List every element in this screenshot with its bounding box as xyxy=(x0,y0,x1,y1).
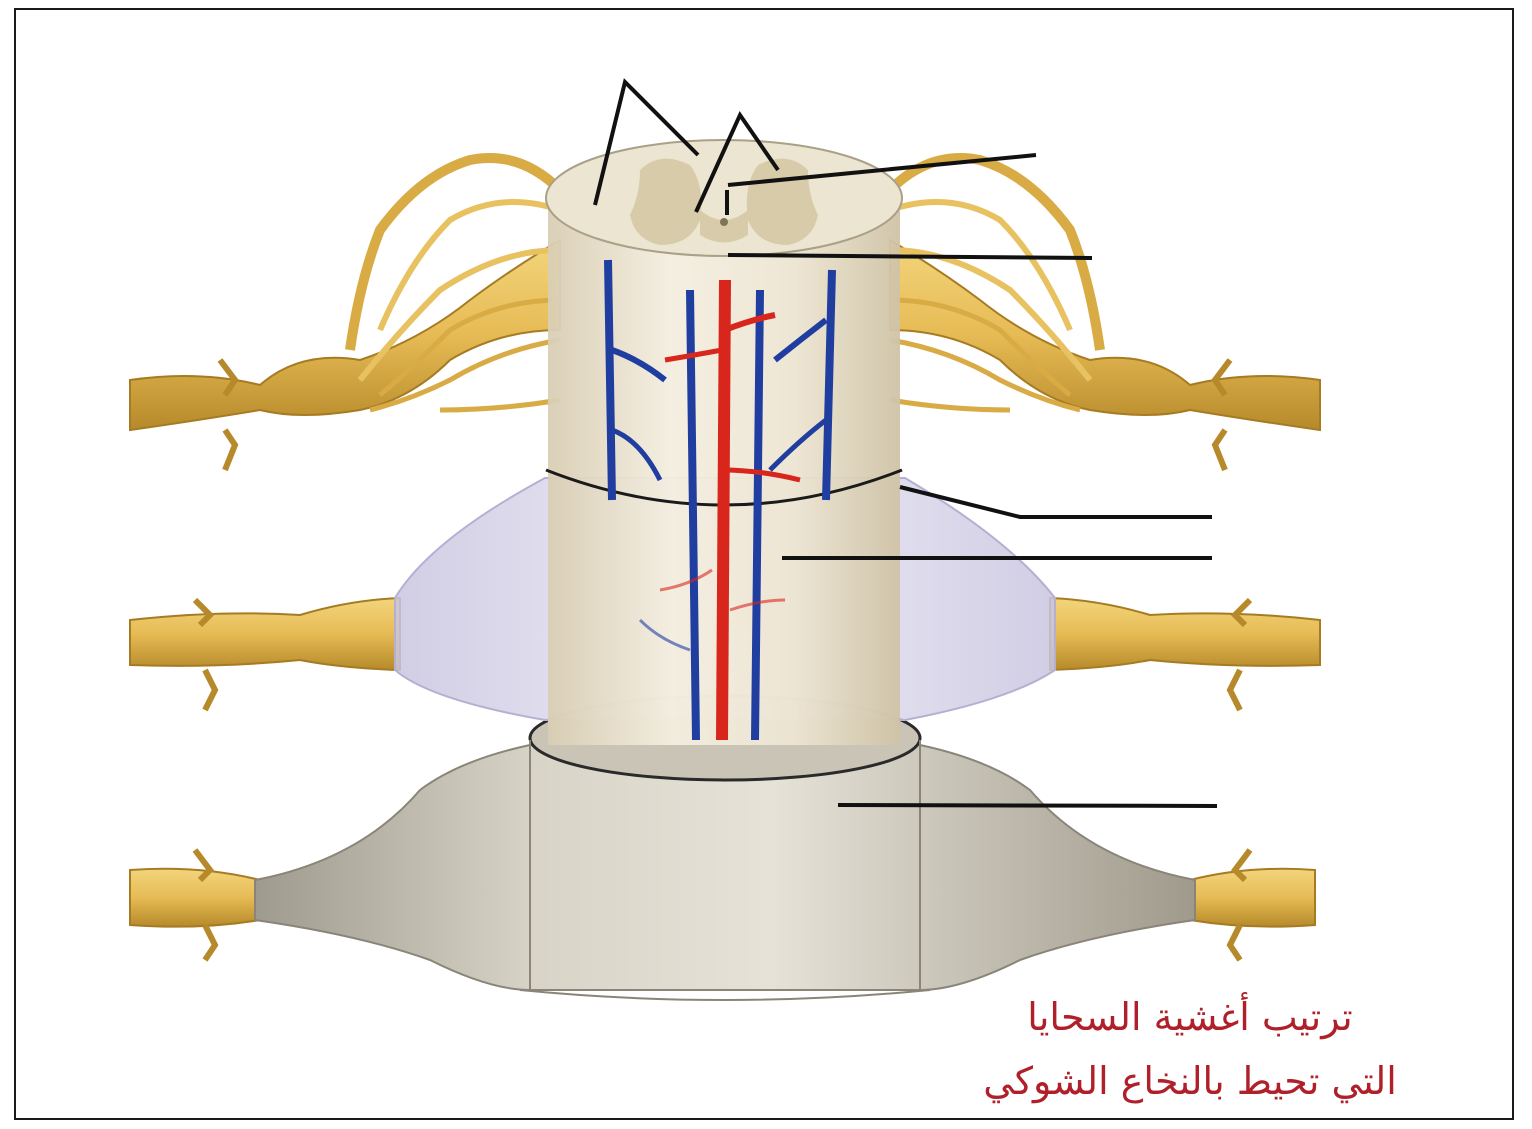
figure-caption: ترتيب أغشية السحايا التي تحيط بالنخاع ال… xyxy=(930,985,1450,1113)
middle-left-nerve xyxy=(130,598,400,710)
lower-left-nerve xyxy=(130,850,260,960)
upper-left-nerve xyxy=(130,158,560,470)
lower-right-nerve xyxy=(1190,850,1315,960)
upper-right-nerve xyxy=(890,158,1320,470)
caption-line-2: التي تحيط بالنخاع الشوكي xyxy=(930,1049,1450,1113)
leader-line-dura-mater xyxy=(838,805,1217,806)
middle-right-nerve xyxy=(1050,598,1320,710)
caption-line-1: ترتيب أغشية السحايا xyxy=(930,985,1450,1049)
